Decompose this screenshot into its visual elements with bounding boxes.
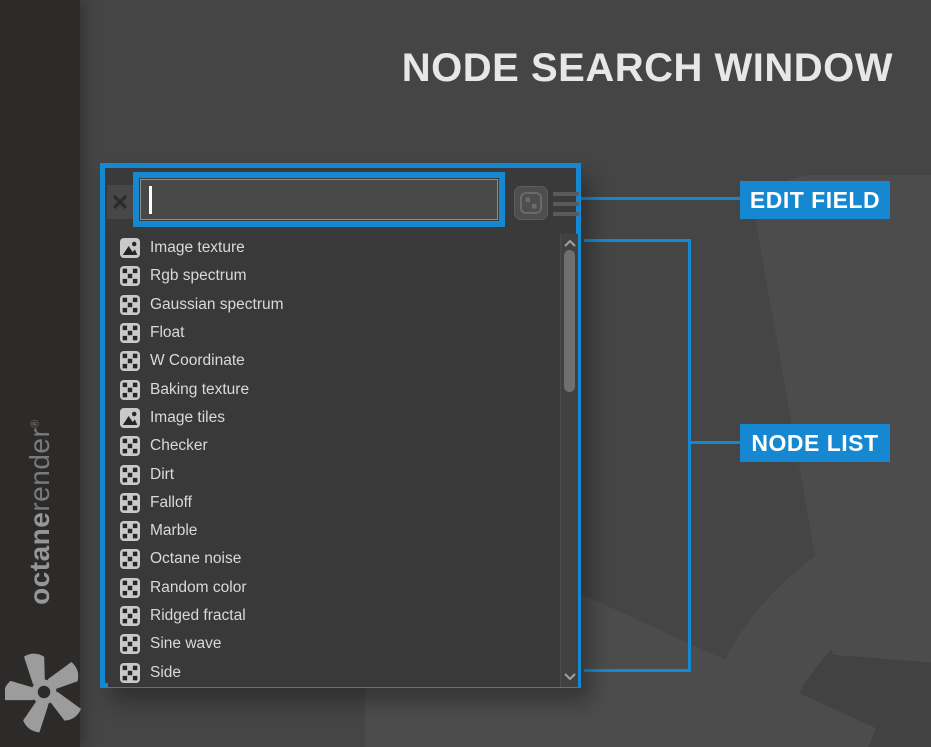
octane-logo-icon	[5, 653, 82, 733]
checker-icon	[120, 492, 140, 513]
node-label: Gaussian spectrum	[150, 295, 284, 313]
search-field-highlight	[133, 172, 505, 227]
scroll-up-button[interactable]	[561, 235, 579, 251]
node-list-item[interactable]: Octane noise	[108, 545, 560, 573]
image-icon	[120, 407, 140, 428]
brand-render-text: render	[24, 427, 55, 512]
clear-search-button[interactable]	[107, 185, 133, 219]
checker-icon	[120, 549, 140, 570]
dice-button[interactable]	[514, 186, 548, 220]
brand-octane-text: octane	[24, 511, 55, 605]
brand-sidebar: octanerender®	[0, 0, 82, 747]
connector-edit-field	[505, 197, 740, 200]
node-list-item[interactable]: Sine wave	[108, 630, 560, 658]
search-input[interactable]	[140, 179, 498, 220]
node-list: Image texture Rgb spectrum	[108, 234, 560, 687]
node-list-item[interactable]: Image texture	[108, 234, 560, 262]
chevron-down-icon	[564, 673, 576, 681]
checker-icon	[120, 662, 140, 683]
node-label: W Coordinate	[150, 352, 245, 370]
node-list-item[interactable]: W Coordinate	[108, 347, 560, 375]
checker-icon	[120, 379, 140, 400]
node-list-item[interactable]: Marble	[108, 517, 560, 545]
node-label: Float	[150, 324, 185, 342]
connector-node-list-top	[584, 239, 691, 242]
image-icon	[120, 238, 140, 259]
node-label: Marble	[150, 522, 198, 540]
connector-node-list-bottom	[584, 669, 691, 672]
scrollbar-thumb[interactable]	[564, 250, 575, 392]
node-label: Image texture	[150, 239, 245, 257]
node-list-item[interactable]: Checker	[108, 432, 560, 460]
node-search-window: Image texture Rgb spectrum	[100, 163, 581, 688]
node-label: Falloff	[150, 493, 192, 511]
connector-node-list-label	[691, 441, 740, 444]
node-list-item[interactable]: Side	[108, 658, 560, 686]
registered-mark: ®	[29, 419, 42, 428]
menu-button[interactable]	[553, 192, 579, 216]
node-label: Ridged fractal	[150, 607, 246, 624]
node-label: Rgb spectrum	[150, 267, 247, 285]
node-list-callout: NODE LIST	[740, 424, 890, 462]
checker-icon	[120, 436, 140, 457]
checker-icon	[120, 577, 140, 598]
node-list-item[interactable]: Falloff	[108, 489, 560, 517]
checker-icon	[120, 323, 140, 344]
node-label: Baking texture	[150, 380, 250, 398]
edit-field-callout: EDIT FIELD	[740, 181, 890, 219]
node-label: Sine wave	[150, 635, 222, 653]
dice-icon	[520, 192, 542, 214]
checker-icon	[120, 634, 140, 655]
node-list-item[interactable]: Rgb spectrum	[108, 262, 560, 290]
checker-icon	[120, 521, 140, 542]
scroll-down-button[interactable]	[561, 669, 579, 685]
page-title: NODE SEARCH WINDOW	[401, 46, 893, 90]
checker-icon	[120, 266, 140, 287]
node-label: Octane noise	[150, 550, 242, 568]
checker-icon	[120, 351, 140, 372]
node-label: Random color	[150, 578, 247, 596]
menu-icon	[553, 192, 579, 196]
node-list-item[interactable]: Baking texture	[108, 375, 560, 403]
checker-icon	[120, 294, 140, 315]
node-label: Dirt	[150, 465, 175, 483]
node-label: Checker	[150, 437, 208, 455]
chevron-up-icon	[564, 239, 576, 247]
brand-wordmark: octanerender®	[24, 419, 56, 605]
node-label: Image tiles	[150, 408, 225, 426]
node-list-item[interactable]: Float	[108, 319, 560, 347]
node-list-item[interactable]: Image tiles	[108, 404, 560, 432]
node-list-item[interactable]: Ridged fractal	[108, 602, 560, 630]
checker-icon	[120, 464, 140, 485]
scrollbar[interactable]	[560, 234, 578, 687]
checker-icon	[120, 606, 140, 626]
node-list-item[interactable]: Random color	[108, 574, 560, 602]
node-list-item[interactable]: Gaussian spectrum	[108, 291, 560, 319]
node-list-item[interactable]: Dirt	[108, 460, 560, 488]
close-icon	[112, 194, 128, 210]
connector-node-list-vertical	[688, 239, 691, 672]
node-label: Side	[150, 663, 182, 681]
text-caret	[149, 186, 152, 214]
